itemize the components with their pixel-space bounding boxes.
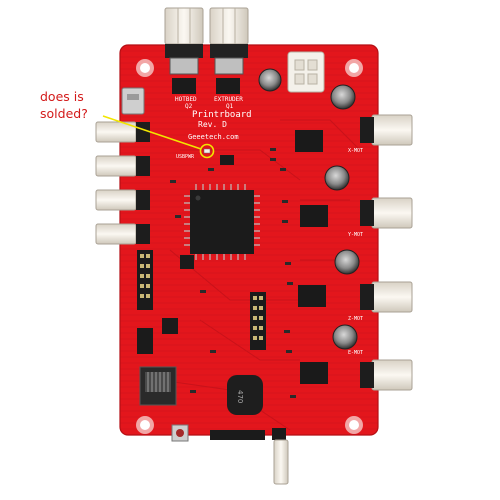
annotation-line-2: solded? [40,106,88,121]
small-chip [180,255,194,269]
mosfet-q2 [172,78,196,94]
board-maker: Geeetech.com [188,133,239,141]
pin-header-small [137,328,153,354]
capacitor [258,68,360,350]
x-mot-label: X-MOT [348,148,363,154]
bottom-connector [273,439,289,485]
sd-card-slot [139,366,177,406]
mosfet-q1 [216,78,240,94]
q2-label: Q2 [185,103,193,110]
annotation-line-1: does is [40,89,84,104]
usb-connector [121,87,145,115]
small-chip [220,155,234,165]
q1-label: Q1 [226,103,234,110]
usbpwr-label: USBPWR [176,154,195,160]
extruder-label: EXTRUDER [214,96,243,103]
right-motor-connectors [360,114,413,391]
bottom-pin-header [210,428,286,440]
annotation-question: does is solded? [40,88,130,122]
board-title: Printrboard [192,110,252,120]
mounting-holes [136,59,363,434]
inductor: 470 [227,375,263,415]
reset-button [171,424,189,442]
inductor-label: 470 [236,390,244,403]
smd-components [170,148,296,398]
extruder-connector [209,7,249,75]
microcontroller-chip [184,184,260,260]
hotbed-connector [164,7,204,75]
pin-header-left [137,250,153,310]
stepper-driver-chips [295,130,328,384]
pin-header-center [250,292,266,350]
board-revision: Rev. D [198,120,227,129]
y-mot-label: Y-MOT [348,232,363,238]
annotation-marker [102,115,215,159]
hotbed-label: HOTBED [175,96,197,103]
power-connector [287,51,325,93]
small-chip [162,318,178,334]
left-endstop-connectors [95,121,150,245]
e-mot-label: E-MOT [348,350,363,356]
z-mot-label: Z-MOT [348,316,363,322]
